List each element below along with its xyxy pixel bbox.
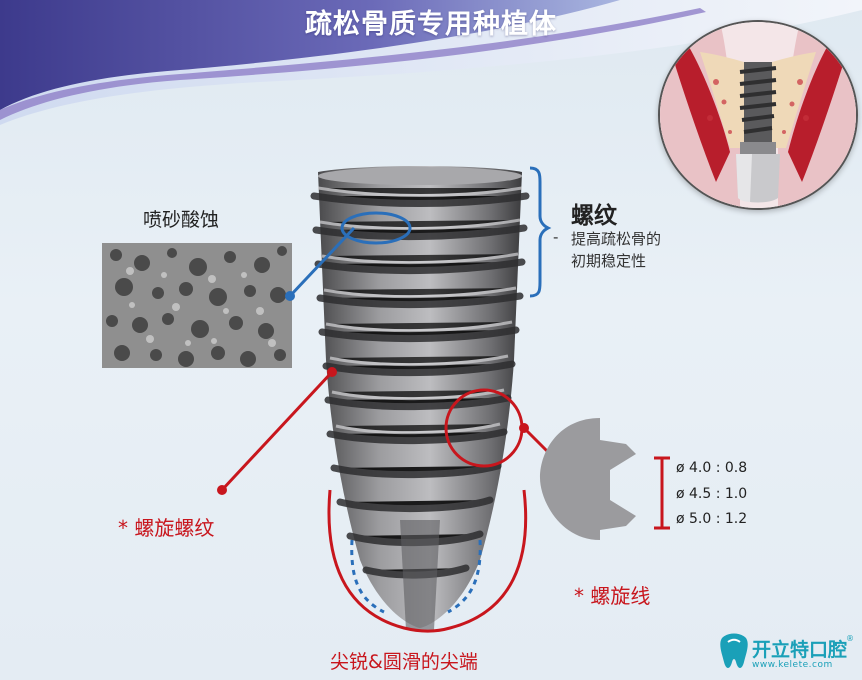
header-banner	[0, 0, 862, 125]
helix-thread-label: * 螺旋螺纹	[118, 516, 215, 540]
ratio-item: ø 4.5 : 1.0	[676, 486, 748, 502]
tip-outline	[327, 489, 528, 633]
sandblast-pointer-line	[288, 226, 356, 298]
thread-description: 提高疏松骨的 初期稳定性	[571, 230, 662, 270]
tip-label: 尖锐&圆滑的尖端	[330, 651, 478, 673]
implant-image	[310, 166, 530, 630]
tip-dash-left	[350, 539, 385, 614]
thread-bracket	[529, 166, 552, 298]
page-title: 疏松骨质专用种植体	[305, 9, 557, 40]
ratio-item: ø 4.0 : 0.8	[676, 460, 748, 476]
brand-url: www.kelete.com	[752, 660, 833, 670]
sandblast-texture-image	[102, 243, 292, 368]
tooth-logo-icon	[720, 633, 748, 668]
thread-label: 螺纹	[571, 203, 617, 229]
helix-thread-dot-bottom	[217, 485, 227, 495]
bone-cross-section-illustration	[660, 22, 856, 208]
sandblast-label: 喷砂酸蚀	[143, 209, 220, 231]
helix-line-dot-top	[519, 423, 529, 433]
helix-thread-dot-top	[327, 367, 337, 377]
thread-dash: -	[553, 228, 559, 246]
helix-thread-pointer-line	[220, 370, 334, 492]
dimension-bracket	[654, 456, 670, 530]
tip-dash-right	[447, 539, 482, 614]
sandblast-highlight-ellipse	[340, 211, 412, 245]
ratio-item: ø 5.0 : 1.2	[676, 511, 748, 527]
helix-line-highlight-circle	[444, 388, 524, 468]
sandblast-pointer-dot	[285, 291, 295, 301]
brand-name: 开立特口腔	[752, 639, 848, 661]
thread-profile-shape	[540, 418, 636, 540]
bone-inset-image	[658, 20, 858, 210]
brand-registered-mark: ®	[846, 634, 854, 643]
helix-line-label: * 螺旋线	[574, 584, 651, 608]
